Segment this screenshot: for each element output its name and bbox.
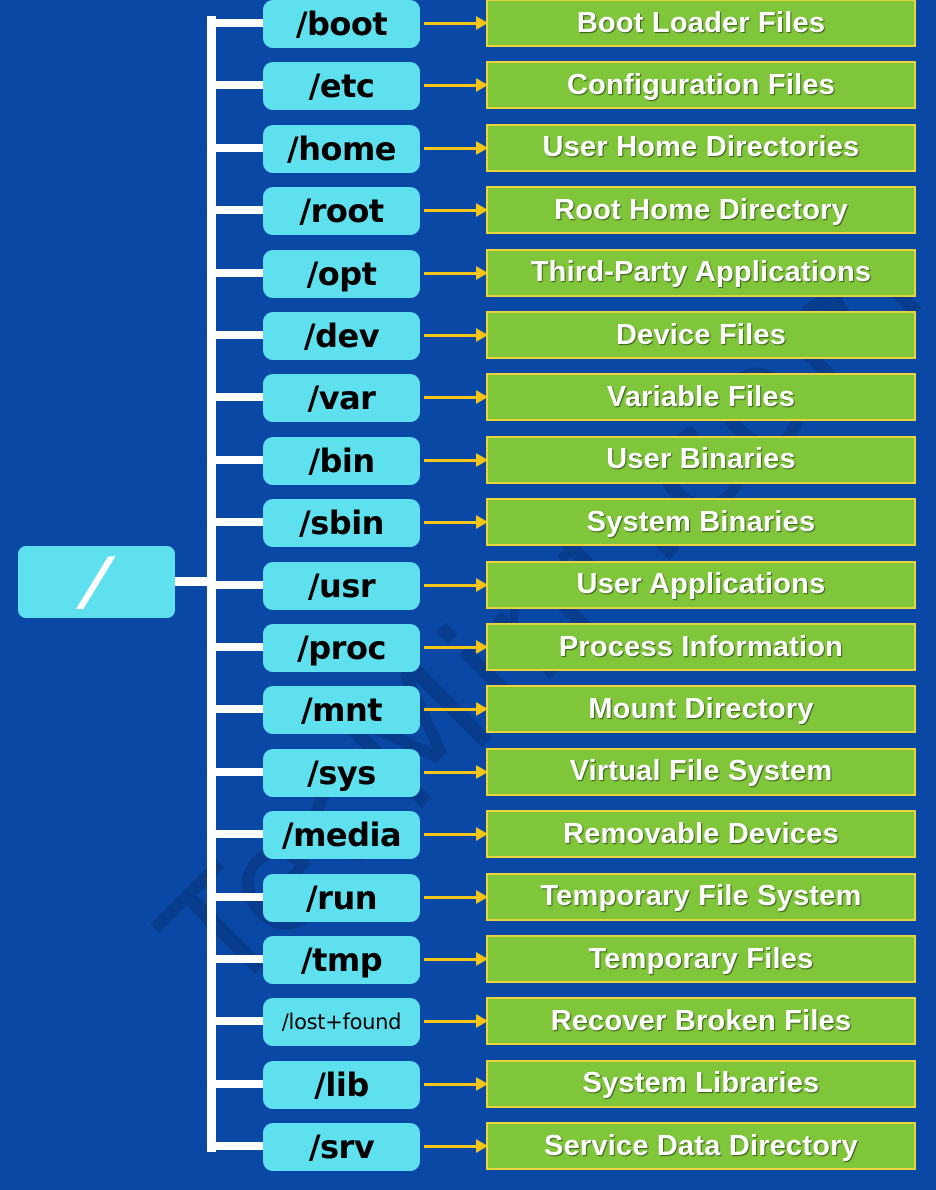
tree-branch bbox=[207, 1017, 267, 1026]
directory-description: System Binaries bbox=[486, 498, 916, 547]
directory-description: Service Data Directory bbox=[486, 1122, 916, 1171]
arrow-right-icon bbox=[424, 390, 488, 405]
directory-node: /sbin bbox=[263, 499, 420, 548]
directory-node: /mnt bbox=[263, 686, 420, 735]
directory-node: /usr bbox=[263, 561, 420, 610]
directory-node: /lost+found bbox=[263, 998, 420, 1047]
arrow-right-icon bbox=[424, 515, 488, 530]
directory-description: Device Files bbox=[486, 311, 916, 359]
arrow-right-icon bbox=[424, 640, 488, 654]
directory-description: User Applications bbox=[486, 560, 916, 609]
directory-node: /lib bbox=[263, 1060, 420, 1109]
arrow-right-icon bbox=[424, 702, 488, 717]
arrow-right-icon bbox=[424, 1014, 488, 1029]
tree-branch bbox=[207, 455, 267, 464]
directory-node: /bin bbox=[263, 436, 420, 485]
directory-description: Removable Devices bbox=[486, 810, 916, 859]
directory-node: /var bbox=[263, 374, 420, 423]
arrow-right-icon bbox=[424, 265, 488, 280]
tree-branch bbox=[207, 1142, 267, 1151]
tree-branch bbox=[207, 331, 267, 339]
directory-node: /tmp bbox=[263, 936, 420, 984]
arrow-right-icon bbox=[424, 203, 488, 218]
directory-node: /boot bbox=[263, 0, 420, 48]
arrow-right-icon bbox=[424, 764, 488, 779]
directory-node: /etc bbox=[263, 62, 420, 111]
directory-description: Temporary File System bbox=[486, 872, 916, 921]
tree-branch bbox=[207, 81, 267, 90]
directory-node: /media bbox=[263, 811, 420, 860]
directory-node: /home bbox=[263, 124, 420, 173]
directory-node: /sys bbox=[263, 748, 420, 797]
directory-description: User Binaries bbox=[486, 435, 916, 484]
directory-description: Recover Broken Files bbox=[486, 997, 916, 1046]
directory-node: /run bbox=[263, 873, 420, 922]
directory-node: /root bbox=[263, 187, 420, 236]
directory-description: Temporary Files bbox=[486, 935, 916, 983]
directory-description: Process Information bbox=[486, 623, 916, 671]
directory-node: /proc bbox=[263, 624, 420, 672]
directory-description: Configuration Files bbox=[486, 61, 916, 110]
tree-branch bbox=[207, 892, 267, 901]
tree-branch bbox=[207, 955, 267, 963]
directory-node: /opt bbox=[263, 249, 420, 298]
tree-branch bbox=[207, 518, 267, 527]
arrow-right-icon bbox=[424, 16, 488, 30]
arrow-right-icon bbox=[424, 328, 488, 342]
arrow-right-icon bbox=[424, 140, 488, 155]
directory-description: Boot Loader Files bbox=[486, 0, 916, 47]
tree-branch bbox=[207, 268, 267, 277]
arrow-right-icon bbox=[424, 577, 488, 592]
tree-branch bbox=[207, 393, 267, 402]
arrow-right-icon bbox=[424, 1139, 488, 1154]
directory-description: System Libraries bbox=[486, 1059, 916, 1108]
tree-branch bbox=[207, 19, 267, 27]
directory-description: User Home Directories bbox=[486, 123, 916, 172]
directory-node: /dev bbox=[263, 312, 420, 360]
tree-branch bbox=[207, 206, 267, 215]
root-label: / bbox=[80, 545, 113, 619]
tree-branch bbox=[207, 830, 267, 839]
arrow-right-icon bbox=[424, 952, 488, 966]
directory-description: Variable Files bbox=[486, 373, 916, 422]
tree-branch bbox=[207, 143, 267, 152]
arrow-right-icon bbox=[424, 452, 488, 467]
directory-description: Mount Directory bbox=[486, 685, 916, 734]
directory-description: Third-Party Applications bbox=[486, 248, 916, 297]
arrow-right-icon bbox=[424, 78, 488, 93]
tree-branch bbox=[207, 767, 267, 776]
arrow-right-icon bbox=[424, 827, 488, 842]
arrow-right-icon bbox=[424, 889, 488, 904]
root-directory-node: / bbox=[18, 545, 175, 619]
tree-branch bbox=[207, 705, 267, 714]
tree-branch bbox=[207, 1079, 267, 1088]
root-connector bbox=[175, 577, 211, 586]
tree-branch bbox=[207, 643, 267, 651]
directory-description: Root Home Directory bbox=[486, 186, 916, 235]
tree-branch bbox=[207, 580, 267, 589]
arrow-right-icon bbox=[424, 1076, 488, 1091]
directory-node: /srv bbox=[263, 1123, 420, 1172]
directory-description: Virtual File System bbox=[486, 747, 916, 796]
